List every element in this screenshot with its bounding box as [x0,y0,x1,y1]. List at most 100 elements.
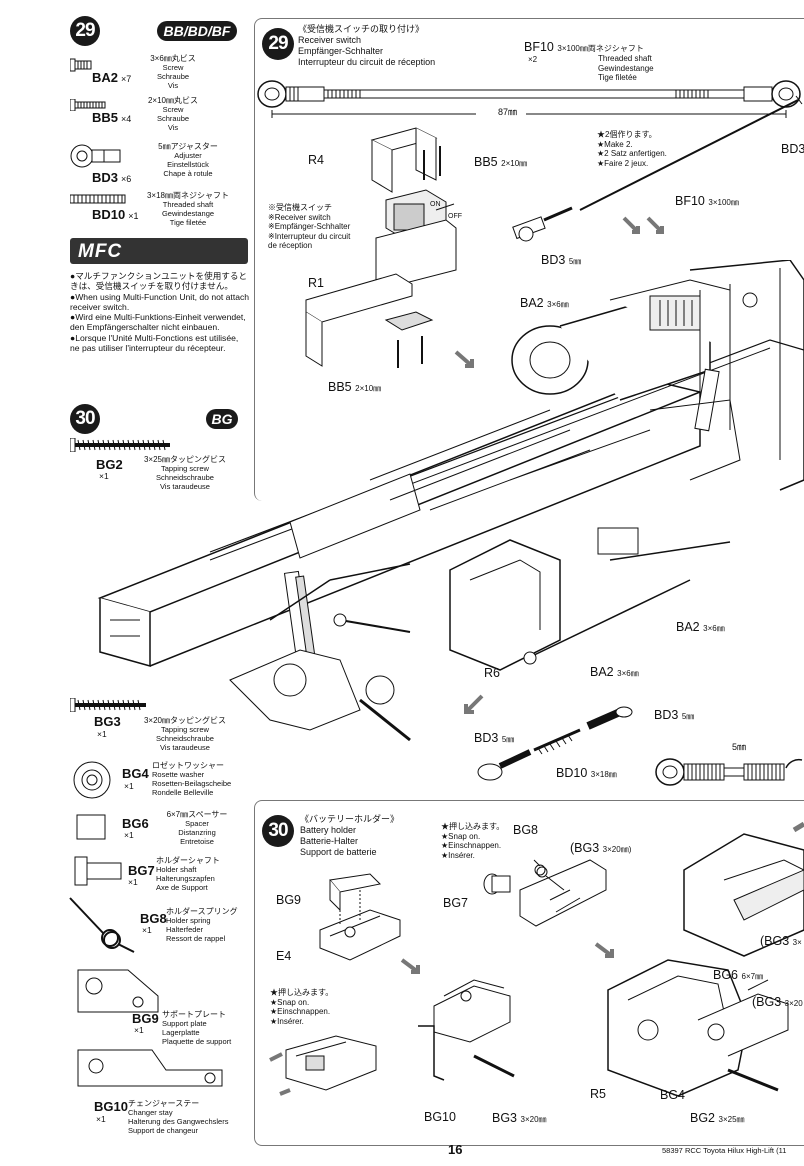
part-code-bg2: BG2 [96,457,123,472]
bf10-header-label: BF10 3×100㎜両ネジシャフト [524,40,644,54]
label-bb5-bottom: BB5 2×10㎜ [328,380,382,394]
mfc-logo: MFC [78,241,123,262]
chassis-drawing [97,260,804,742]
step-29-group-badge: BB/BD/BF [157,21,237,41]
support-plate-assembly-drawing [319,873,401,961]
snap-on-holder-drawing [269,1035,377,1096]
gearbox-housing-r5-drawing [607,959,789,1097]
mfc-notes: ●マルチファンクションユニットを使用するときは、受信機スイッチを取り付けません。… [70,271,250,354]
label-e4: E4 [276,949,292,963]
threaded-rod-drawing [257,80,801,118]
label-r6: R6 [484,666,500,680]
step-30-title: 《バッテリーホルダー》 Battery holder Batterie-Halt… [300,814,400,857]
arrow-icon [594,942,614,958]
label-bg3-top: (BG3 3×20㎜) [570,841,632,855]
label-bg3-bottom: BG3 3×20㎜ [492,1111,547,1125]
threaded-shaft-bd10-icon [70,194,126,204]
arrow-icon [400,958,420,974]
part-qty-bg3: ×1 [97,729,107,739]
step-29-badge: 29 [70,16,100,46]
part-qty-bg4: ×1 [124,781,134,791]
part-qty-bg9: ×1 [134,1025,144,1035]
part-code-bg8: BG8 [140,911,167,926]
label-bg3-right: (BG3 3× [760,934,802,948]
screw-bb5-icon [70,99,106,111]
step-30-badge: 30 [70,404,100,434]
diagonal-rod-drawing [512,95,803,242]
label-bd3-5mm: BD3 5㎜ [541,253,582,267]
page-number: 16 [448,1142,463,1157]
snap-note-top: ★押し込みます。★Snap on.★Einschnappen.★Insérer. [441,822,505,860]
arrow-icon [622,216,664,234]
label-ba2-right: BA2 3×6㎜ [676,620,725,634]
label-bg9: BG9 [276,893,302,907]
footer-reference: 58397 RCC Toyota Hilux High-Lift (11 [662,1146,787,1155]
top-gearbox-drawing [683,821,804,957]
step-30-panel [254,800,804,1146]
holder-shaft-spring-assembly-drawing [483,859,607,927]
mfc-banner [70,238,248,264]
receiver-switch-assembly-drawing [305,127,457,368]
label-ba2-top: BA2 3×6㎜ [520,296,569,310]
part-qty-bg2: ×1 [99,471,109,481]
step-30-panel-badge: 30 [262,815,294,847]
step-30-group-badge: BG [206,409,238,429]
part-code-bd3: BD3×6 [92,170,132,185]
part-code-ba2: BA2×7 [92,70,132,85]
part-code-bb5: BB5×4 [92,110,132,125]
label-bg8: BG8 [513,823,539,837]
support-plate-bg9-icon [77,969,159,1013]
label-bg2: BG2 3×25㎜ [690,1111,745,1125]
part-code-bg3: BG3 [94,714,121,729]
dim-87mm: 87㎜ [498,107,518,117]
label-ba2-bottom: BA2 3×6㎜ [590,665,639,679]
spacer-bg6-icon [76,814,106,840]
dim-5mm: 5㎜ [732,742,747,752]
label-bd3-lower: BD3 5㎜ [654,708,695,722]
label-bd3-right: BD3 [781,142,804,156]
label-bd10: BD10 3×18㎜ [556,766,617,780]
tapping-screw-bg2-icon [70,438,170,452]
rosette-washer-bg4-icon [73,761,111,799]
label-bb5-top: BB5 2×10㎜ [474,155,528,169]
changer-stay-assembly-drawing [418,979,515,1081]
step-29-title: 《受信機スイッチの取り付け》 Receiver switch Empfänger… [298,24,436,67]
bd10-adjuster-assembly-drawing [477,706,633,781]
part-code-bg9: BG9 [132,1011,159,1026]
adjuster-bd3-icon [70,144,121,168]
tapping-screw-bg3-icon [70,698,146,712]
snap-note-left: ★押し込みます。★Snap on.★Einschnappen.★Insérer. [270,988,334,1026]
label-bg3-right-2: (BG3 3×20 [752,995,803,1009]
part-code-bd10: BD10×1 [92,207,139,222]
part-qty-bg6: ×1 [124,830,134,840]
label-r5: R5 [590,1087,606,1101]
part-code-bg6: BG6 [122,816,149,831]
label-bf10-mid: BF10 3×100㎜ [675,194,739,208]
label-bd3-left: BD3 5㎜ [474,731,515,745]
screw-ba2-icon [70,58,92,72]
part-qty-bg10: ×1 [96,1114,106,1124]
label-on: ON [430,201,441,208]
part-code-bg7: BG7 [128,863,155,878]
short-shaft-drawing [655,758,803,786]
label-bg4: BG4 [660,1088,686,1102]
label-bg7: BG7 [443,896,469,910]
part-qty-bg7: ×1 [128,877,138,887]
arrow-icon [464,694,484,714]
arrow-icon [454,350,474,368]
label-r4: R4 [308,153,324,167]
holder-spring-bg8-icon [69,897,135,953]
label-bg6: BG6 6×7㎜ [713,968,764,982]
part-code-bg10: BG10 [94,1099,128,1114]
make-two-note: ★2個作ります。★Make 2.★2 Satz anfertigen.★Fair… [597,130,667,168]
